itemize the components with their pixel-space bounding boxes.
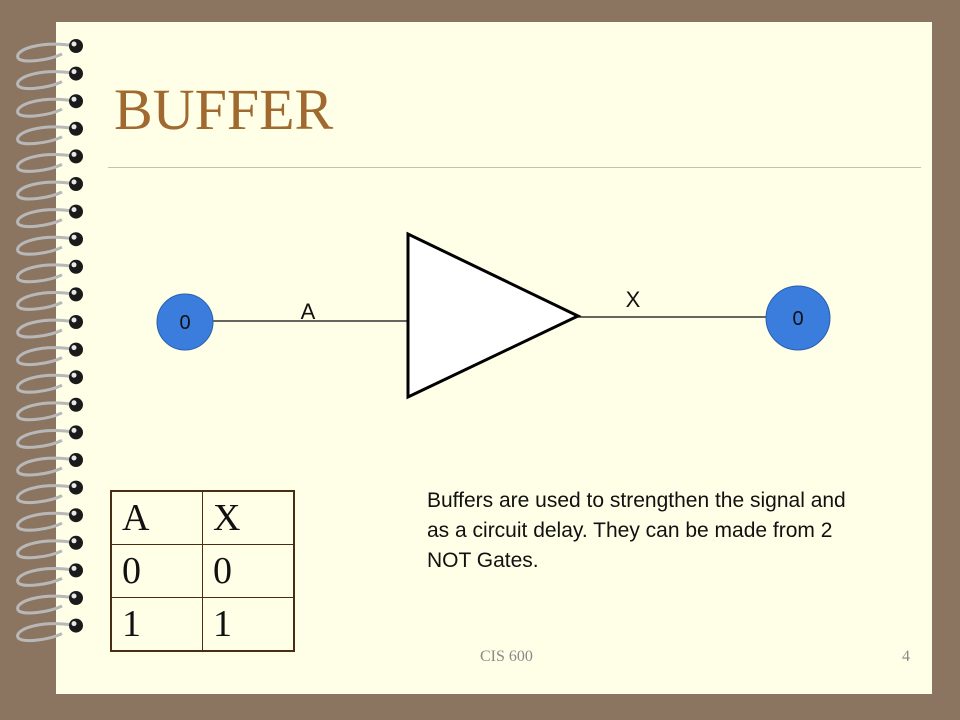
binding-shine <box>71 400 77 406</box>
footer-page-number: 4 <box>902 648 910 665</box>
binding-ring <box>16 291 77 311</box>
binding-ring <box>16 539 77 560</box>
table-cell: 0 <box>202 544 295 598</box>
binding-shine <box>71 510 77 516</box>
binding-shine <box>71 151 77 157</box>
binding-shine <box>71 124 77 130</box>
binding-shine <box>71 565 77 571</box>
title-divider <box>108 167 921 168</box>
binding-shine <box>71 593 77 599</box>
binding-shine <box>71 234 77 240</box>
binding-shine <box>71 372 77 378</box>
binding-shine <box>71 317 77 323</box>
binding-ring <box>16 263 77 284</box>
table-row: 0 0 <box>110 544 295 598</box>
input-node[interactable] <box>156 293 214 351</box>
binding-shine <box>71 455 77 461</box>
binding-ring <box>16 125 77 146</box>
output-label: X <box>626 287 641 312</box>
binding-shine <box>71 69 77 75</box>
binding-ring <box>16 235 77 256</box>
binding-shine <box>71 262 77 268</box>
binding-ring <box>16 594 77 615</box>
header-x: X <box>202 490 295 545</box>
binding-shine <box>71 483 77 489</box>
table-cell: 1 <box>202 597 295 652</box>
binding-ring <box>16 153 77 173</box>
buffer-gate-triangle <box>406 231 582 400</box>
binding-shine <box>71 179 77 185</box>
table-header-row: A X <box>110 490 295 545</box>
output-node <box>765 285 831 351</box>
binding-ring <box>16 429 77 449</box>
binding-ring <box>16 456 77 477</box>
footer-course: CIS 600 <box>480 648 533 665</box>
binding-shine <box>71 621 77 627</box>
binding-shine <box>71 345 77 351</box>
input-label: A <box>301 299 316 324</box>
binding-shine <box>71 207 77 213</box>
binding-ring <box>16 70 77 91</box>
binding-shine <box>71 427 77 433</box>
binding-ring <box>16 346 77 367</box>
binding-ring <box>16 208 77 229</box>
truth-table: A X 0 0 1 1 <box>110 490 295 652</box>
binding-ring <box>16 622 77 643</box>
binding-ring <box>16 42 77 63</box>
binding-ring <box>16 318 77 339</box>
binding-shine <box>71 41 77 47</box>
header-a: A <box>110 490 203 545</box>
table-row: 1 1 <box>110 597 295 652</box>
binding-ring <box>16 401 77 422</box>
binding-ring <box>16 567 77 587</box>
binding-shine <box>71 96 77 102</box>
description-text: Buffers are used to strengthen the signa… <box>427 489 846 572</box>
output-node-value: 0 <box>792 308 803 330</box>
binding-ring <box>16 511 77 532</box>
binding-shine <box>71 289 77 295</box>
slide-title: BUFFER <box>114 77 334 142</box>
spiral-binding <box>16 39 83 643</box>
binding-ring <box>16 484 77 505</box>
input-node-value: 0 <box>179 312 190 334</box>
binding-ring <box>16 180 77 201</box>
table-cell: 1 <box>110 597 203 652</box>
binding-ring <box>16 97 77 118</box>
binding-shine <box>71 538 77 544</box>
table-cell: 0 <box>110 544 203 598</box>
binding-ring <box>16 373 77 394</box>
